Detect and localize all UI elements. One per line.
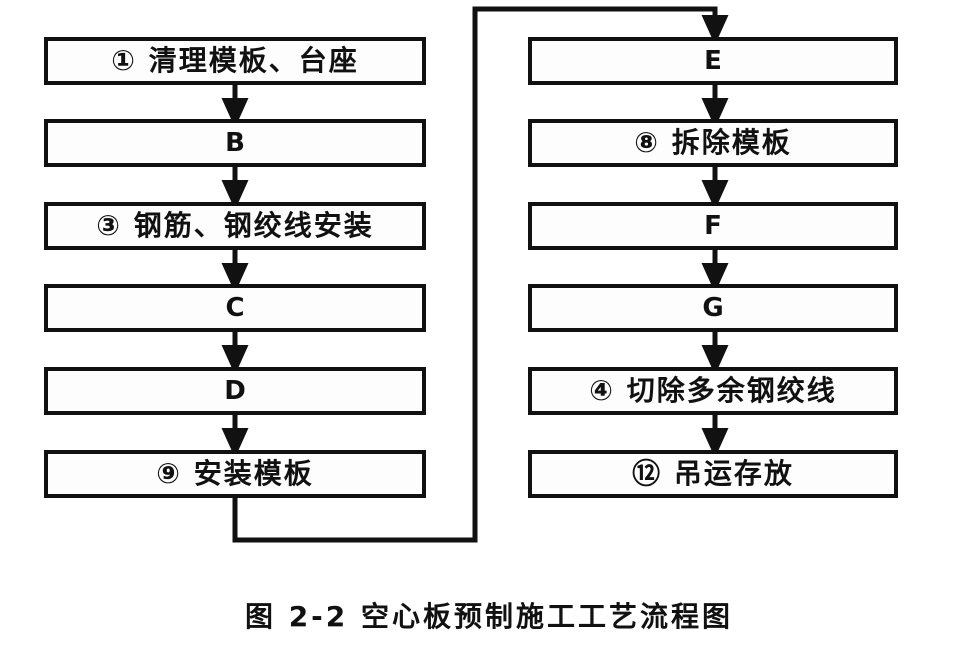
flow-node-rebar-strand-installation[interactable]: ③ 钢筋、钢绞线安装 (44, 202, 426, 250)
flow-node-label: ⑨ 安装模板 (156, 457, 314, 490)
flow-node-label: ⑫ 吊运存放 (632, 457, 794, 490)
flow-node-label: D (224, 376, 246, 406)
flow-node-c[interactable]: C (44, 284, 426, 332)
flow-node-g[interactable]: G (528, 284, 898, 332)
flow-node-label: B (225, 128, 245, 158)
flow-node-label: ⑧ 拆除模板 (634, 126, 792, 159)
flow-node-b[interactable]: B (44, 119, 426, 167)
flow-node-clean-formwork-pedestal[interactable]: ① 清理模板、台座 (44, 37, 426, 85)
flow-node-label: E (704, 46, 722, 76)
flow-node-label: G (702, 293, 724, 323)
flow-node-label: F (704, 211, 722, 241)
flow-node-label: ① 清理模板、台座 (111, 44, 359, 77)
flow-node-f[interactable]: F (528, 202, 898, 250)
flow-node-d[interactable]: D (44, 367, 426, 415)
flow-node-install-formwork[interactable]: ⑨ 安装模板 (44, 450, 426, 498)
flow-node-lift-and-store[interactable]: ⑫ 吊运存放 (528, 450, 898, 498)
flow-node-label: ③ 钢筋、钢绞线安装 (96, 209, 374, 242)
flow-node-label: C (225, 293, 245, 323)
flow-node-remove-formwork[interactable]: ⑧ 拆除模板 (528, 119, 898, 167)
edge-n6-n7-wrap (232, 6, 729, 543)
flow-node-e[interactable]: E (528, 37, 898, 85)
flow-node-label: ④ 切除多余钢绞线 (589, 374, 837, 407)
figure-caption: 图 2-2 空心板预制施工工艺流程图 (244, 600, 734, 633)
flow-node-cut-excess-strand[interactable]: ④ 切除多余钢绞线 (528, 367, 898, 415)
